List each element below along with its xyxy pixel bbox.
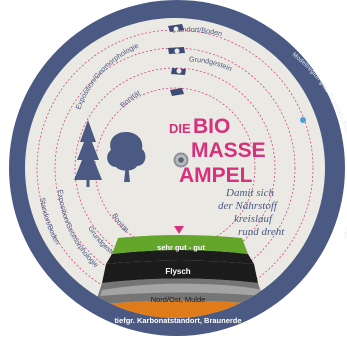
center-rivet	[173, 152, 189, 168]
pointer-triangle-icon	[174, 226, 184, 234]
value-grundgestein: Flysch	[165, 267, 190, 276]
title-masse: MASSE	[191, 139, 266, 162]
rim-dot-icon	[300, 117, 306, 123]
value-exposition: Nord/Ost, Mulde	[151, 295, 206, 304]
conifer-icon	[74, 120, 102, 187]
dial-face	[25, 18, 325, 318]
title-ampel: AMPEL	[179, 164, 253, 187]
title-die: DIE	[169, 121, 191, 136]
slogan: Damit sich der Nährstoff kreislauf rund …	[218, 187, 285, 238]
band-exposition-hill	[100, 283, 262, 296]
band-grundgestein	[106, 250, 254, 264]
title-bio: BIO	[193, 115, 230, 138]
svg-text:kreislauf: kreislauf	[234, 213, 274, 225]
value-bonitaet: sehr gut - gut	[157, 243, 205, 252]
deciduous-tree-icon	[107, 132, 146, 182]
title-block: DIE BIO MASSE AMPEL	[169, 115, 266, 187]
clip-icon	[168, 24, 186, 96]
svg-text:der Nährstoff: der Nährstoff	[218, 200, 279, 212]
svg-text:Damit sich: Damit sich	[225, 187, 274, 199]
value-standort: tiefgr. Karbonatstandort, Braunerde	[114, 316, 241, 325]
band-bonitaet	[112, 235, 248, 254]
band-grundgestein-main	[102, 260, 258, 283]
svg-text:rund dreht: rund dreht	[238, 226, 285, 238]
